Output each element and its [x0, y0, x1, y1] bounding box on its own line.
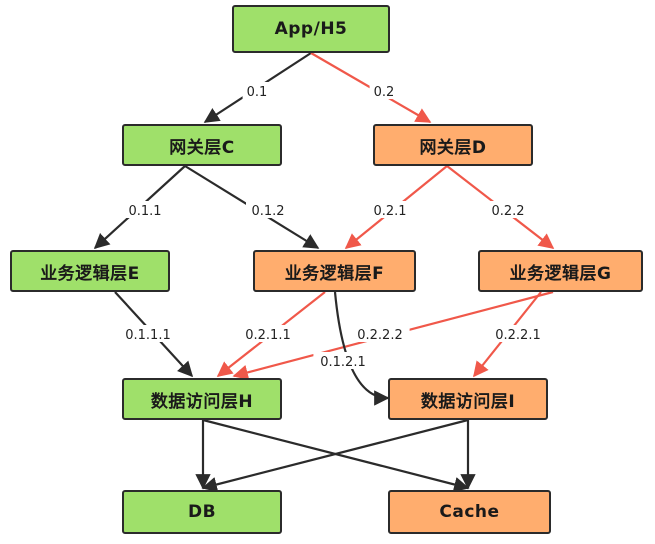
edge-label-app-to-gw_d: 0.2 — [374, 85, 395, 100]
edge-label-background — [313, 352, 373, 369]
node-business-logic-e: 业务逻辑层E — [10, 250, 170, 292]
edge-label-biz_f-to-dal_h: 0.2.1.1 — [245, 328, 290, 343]
edge-label-background — [369, 82, 399, 99]
node-gateway-d: 网关层D — [373, 124, 533, 166]
node-business-logic-f: 业务逻辑层F — [253, 250, 416, 292]
edge-label-background — [123, 201, 167, 218]
edge-label-biz_f-to-dal_i: 0.1.2.1 — [320, 355, 365, 370]
edge-label-gw_d-to-biz_f: 0.2.1 — [373, 204, 406, 219]
edge-dal_i-to-db — [201, 418, 469, 493]
edge-label-biz_g-to-dal_h: 0.2.2.2 — [357, 328, 402, 343]
edge-label-gw_c-to-biz_e: 0.1.1 — [128, 204, 161, 219]
node-gateway-c: 网关层C — [122, 124, 282, 166]
node-business-logic-g: 业务逻辑层G — [478, 250, 643, 292]
node-cache: Cache — [388, 490, 551, 534]
edge-label-background — [350, 325, 410, 342]
node-app-h5: App/H5 — [232, 5, 390, 53]
node-data-access-h: 数据访问层H — [122, 378, 282, 420]
edge-label-background — [486, 201, 530, 218]
edge-label-biz_g-to-dal_i: 0.2.2.1 — [495, 328, 540, 343]
edge-label-gw_d-to-biz_g: 0.2.2 — [491, 204, 524, 219]
edge-label-background — [368, 201, 412, 218]
edge-label-background — [488, 325, 548, 342]
node-data-access-i: 数据访问层I — [388, 378, 548, 420]
edge-label-biz_e-to-dal_h: 0.1.1.1 — [125, 328, 170, 343]
edge-label-background — [246, 201, 290, 218]
edge-label-background — [238, 325, 298, 342]
edge-label-app-to-gw_c: 0.1 — [247, 85, 268, 100]
edge-label-background — [242, 82, 272, 99]
edge-label-background — [118, 325, 178, 342]
edge-label-gw_c-to-biz_f: 0.1.2 — [251, 204, 284, 219]
edge-biz_f-to-dal_i — [333, 291, 390, 406]
node-db: DB — [122, 490, 282, 534]
